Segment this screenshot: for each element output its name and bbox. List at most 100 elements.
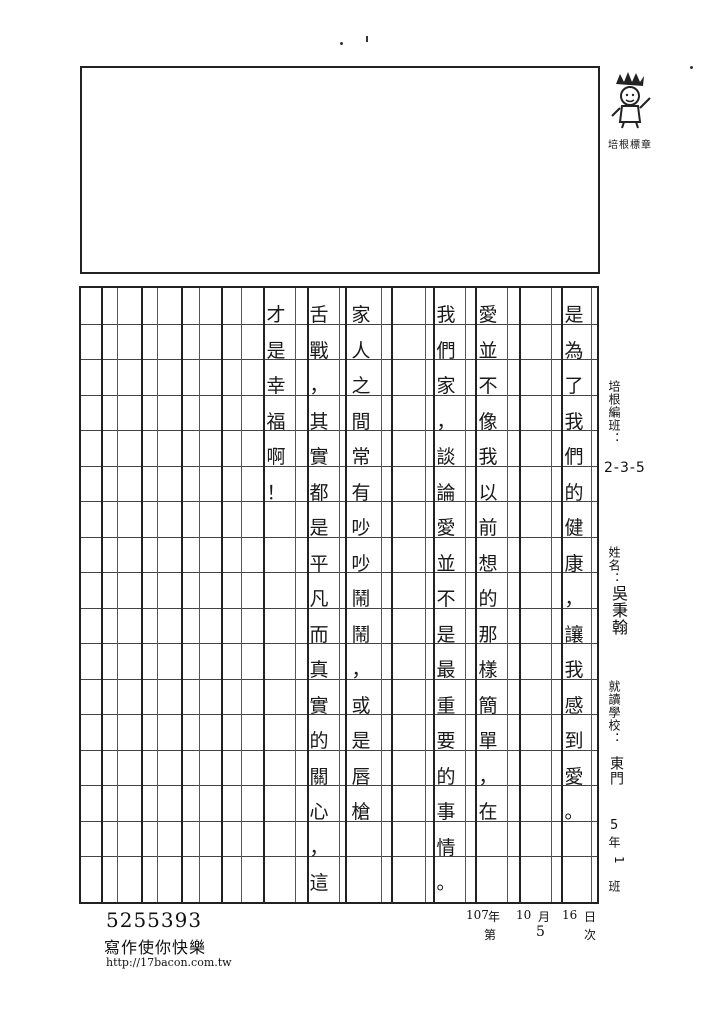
essay-char: 愛	[564, 765, 584, 788]
essay-char: 凡	[309, 588, 329, 610]
essay-column-7: 舌戰，其實都是平凡而真實的關心，這	[301, 298, 337, 902]
essay-char: 了	[564, 375, 584, 397]
essay-char: 健	[564, 517, 584, 539]
essay-char: 我	[478, 446, 498, 468]
date-year-unit: 年	[488, 910, 501, 924]
essay-char: 重	[436, 694, 456, 717]
essay-char: 是	[266, 339, 286, 362]
essay-char: 是	[436, 623, 456, 646]
stamp-label: 培根標章	[608, 140, 652, 151]
website-url: http://17bacon.com.tw	[106, 956, 232, 969]
class-label: 培根編班：	[607, 380, 621, 445]
essay-char: 戰	[309, 339, 329, 362]
essay-char: 要	[436, 730, 456, 752]
essay-column-1: 是為了我們的健康，讓我感到愛。	[556, 298, 592, 831]
essay-char: 或	[351, 694, 371, 717]
essay-char: 舌	[309, 304, 329, 326]
bacon-stamp: 培根標章	[604, 70, 656, 151]
essay-char: 的	[436, 765, 456, 788]
school-label: 就讀學校：	[607, 680, 621, 745]
name-label: 姓名：	[607, 546, 621, 585]
essay-char: 樣	[478, 659, 498, 681]
essay-char: 。	[564, 801, 584, 823]
essay-char: 們	[436, 339, 456, 362]
essay-char: 想	[478, 552, 498, 575]
class-suffix: 班	[607, 880, 621, 893]
essay-char: 的	[478, 588, 498, 610]
ordinal-suffix: 次	[584, 928, 597, 942]
writing-grid: 是為了我們的健康，讓我感到愛。 愛並不像我以前想的那樣簡單，在 我們家，談論愛並…	[79, 286, 599, 904]
essay-column-8: 才是幸福啊 ！	[258, 298, 294, 511]
essay-char: 啊	[266, 446, 286, 468]
essay-char: 心	[309, 801, 329, 823]
essay-char: 吵	[351, 517, 371, 539]
essay-char: 。	[436, 872, 456, 894]
essay-char: 幸	[266, 375, 286, 397]
essay-char: 都	[309, 481, 329, 504]
essay-char: 事	[436, 801, 456, 823]
essay-char: 之	[351, 375, 371, 397]
essay-char: 唇	[351, 765, 371, 788]
essay-char: 到	[564, 730, 584, 752]
school-value: 東門	[608, 756, 624, 786]
essay-char: 才	[266, 304, 286, 326]
essay-column-6: 家人之間常有吵吵鬧鬧，或是唇槍	[343, 298, 379, 831]
essay-char: 愛	[478, 304, 498, 326]
essay-char: ，	[564, 588, 584, 610]
essay-char: 以	[478, 481, 498, 504]
essay-char: ，	[309, 375, 329, 397]
essay-char: 談	[436, 446, 456, 468]
essay-char: 福	[266, 410, 286, 433]
document-number: 5255393	[106, 908, 203, 932]
date-day-unit: 日	[584, 910, 597, 924]
slogan: 寫作使你快樂	[104, 938, 207, 957]
essay-char: 在	[478, 801, 498, 823]
essay-char: 平	[309, 552, 329, 575]
essay-char: 是	[564, 304, 584, 326]
essay-char: 而	[309, 623, 329, 646]
essay-char: 家	[436, 375, 456, 397]
essay-char: 有	[351, 481, 371, 504]
essay-char: ，	[436, 410, 456, 433]
essay-char: 吵	[351, 552, 371, 575]
bacon-mascot-icon	[611, 72, 651, 129]
date-month: 10	[516, 908, 532, 922]
essay-char: 間	[351, 410, 371, 433]
essay-char: 實	[309, 446, 329, 468]
essay-column-4: 我們家 ， 談論愛並不是最重要的事情。	[428, 298, 464, 902]
essay-char: 情	[436, 836, 456, 859]
essay-char: 是	[309, 517, 329, 539]
essay-char: 我	[436, 304, 456, 326]
essay-char: 不	[436, 588, 456, 610]
essay-char: 鬧	[351, 623, 371, 646]
essay-char: 並	[436, 552, 456, 575]
name-value: 吳秉翰	[609, 585, 628, 636]
essay-char: ，	[309, 836, 329, 859]
class-value: 2-3-5	[604, 460, 646, 476]
essay-char: 愛	[436, 517, 456, 539]
essay-char: 最	[436, 659, 456, 681]
essay-char: ，	[478, 765, 498, 788]
essay-char: 槍	[351, 801, 371, 823]
essay-char: ，	[351, 659, 371, 681]
essay-char: 鬧	[351, 588, 371, 610]
essay-char: 我	[564, 659, 584, 681]
essay-char: 常	[351, 446, 371, 468]
essay-char: 像	[478, 410, 498, 433]
comment-box	[80, 66, 600, 274]
essay-char: 前	[478, 517, 498, 539]
essay-char: 真	[309, 659, 329, 681]
date-day: 16	[562, 908, 578, 922]
date-month-unit: 月	[538, 910, 551, 924]
essay-char: 不	[478, 375, 498, 397]
essay-char: 論	[436, 481, 456, 504]
essay-char: 並	[478, 339, 498, 362]
essay-char: 人	[351, 339, 371, 362]
essay-char: 這	[309, 872, 329, 894]
essay-char: 其	[309, 410, 329, 433]
essay-char: 簡	[478, 694, 498, 717]
essay-char: 關	[309, 765, 329, 788]
grade-label: 年	[607, 836, 621, 849]
grade-value: 5	[610, 818, 620, 833]
essay-char: ！	[266, 481, 286, 504]
